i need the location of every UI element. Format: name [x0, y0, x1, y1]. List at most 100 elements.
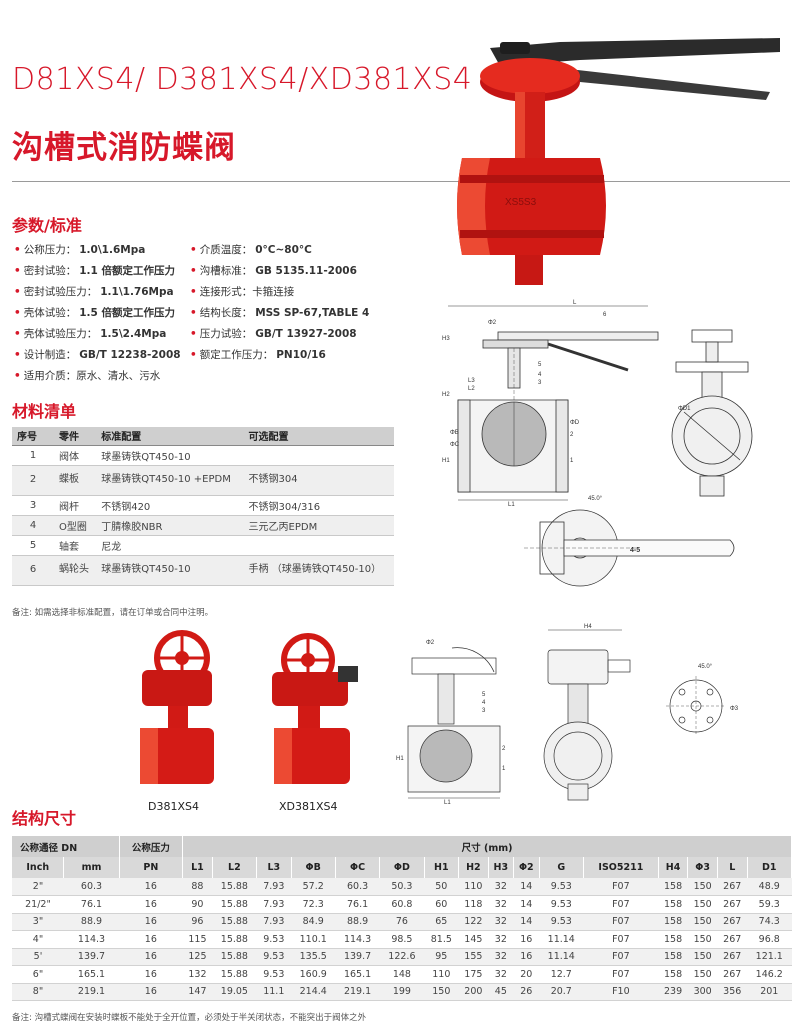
table-cell: F07: [583, 965, 659, 984]
table-cell: 32: [488, 930, 514, 949]
table-cell: 15.88: [212, 948, 257, 966]
materials-col-header: 标准配置: [96, 427, 244, 446]
table-cell: 8": [12, 983, 64, 1001]
table-cell: 155: [458, 948, 489, 966]
body-casting-mark: XS5S3: [505, 197, 537, 208]
table-cell: 16: [119, 895, 183, 914]
table-cell: 76.1: [63, 895, 120, 914]
table-cell: 239: [658, 983, 688, 1001]
dim-col-header: Φ3: [687, 857, 718, 878]
model-title: D81XS4/ D381XS4/XD381XS4: [12, 62, 473, 97]
table-cell: 158: [658, 948, 688, 966]
table-cell: 14: [513, 895, 540, 914]
params-heading: 参数/标准: [12, 216, 82, 235]
table-cell: 60.8: [379, 895, 425, 914]
table-cell: 110: [458, 878, 489, 896]
drawing-gear-flange: 45.0° Φ3: [666, 664, 739, 736]
svg-text:Φ3: Φ3: [730, 706, 739, 712]
param-item: •设计制造：GB/T 12238-2008: [14, 349, 181, 361]
param-item: •壳体试验压力：1.5\2.4Mpa: [14, 328, 167, 340]
handle-mark: 4-5: [630, 547, 640, 554]
svg-text:4: 4: [482, 700, 486, 706]
table-cell: 158: [658, 878, 688, 896]
table-cell: 201: [747, 983, 792, 1001]
table-cell: 19.05: [212, 983, 257, 1001]
table-cell: 60.3: [63, 878, 120, 896]
table-cell: 50: [424, 878, 459, 896]
table-cell: 165.1: [63, 965, 120, 984]
table-cell: 150: [424, 983, 459, 1001]
materials-col-header: 零件: [54, 427, 97, 446]
param-item: •介质温度：0°C~80°C: [190, 244, 312, 256]
table-cell: 16: [119, 948, 183, 966]
svg-text:L1: L1: [444, 800, 451, 806]
table-cell: 74.3: [747, 913, 792, 931]
dim-col-header: H2: [458, 857, 489, 878]
table-cell: 11.14: [539, 930, 584, 949]
table-cell: F07: [583, 878, 659, 896]
dim-col-header: H1: [424, 857, 460, 878]
table-cell: 98.5: [379, 930, 425, 949]
table-cell: 199: [379, 983, 425, 1001]
drawing-gear-section: Φ2 5 4 3 H1 2 1 L1: [396, 640, 506, 806]
drawing-gear-side: H4: [543, 624, 631, 801]
table-cell: 158: [658, 913, 688, 931]
drawing-lever-side: ΦD1: [671, 329, 753, 497]
table-cell: 16: [513, 930, 540, 949]
svg-text:H3: H3: [442, 336, 450, 342]
param-item: •结构长度：MSS SP-67,TABLE 4: [190, 307, 370, 319]
table-cell: 14: [513, 878, 540, 896]
dim-col-header: D1: [747, 857, 793, 878]
svg-text:45.0°: 45.0°: [698, 664, 713, 670]
table-cell: 7.93: [256, 913, 292, 931]
table-cell: 59.3: [747, 895, 792, 914]
table-cell: 21/2": [12, 895, 64, 914]
param-item: •公称压力：1.0\1.6Mpa: [14, 244, 146, 256]
svg-text:2: 2: [570, 432, 574, 438]
table-cell: 32: [488, 913, 514, 931]
table-cell: 214.4: [291, 983, 336, 1001]
table-cell: 300: [687, 983, 718, 1001]
table-cell: 158: [658, 895, 688, 914]
table-cell: 7.93: [256, 895, 292, 914]
table-cell: 3": [12, 913, 64, 931]
dimension-table: 公称通径 DN 公称压力 尺寸 (mm) Inch mm PN L1 L2 L3…: [12, 836, 793, 1001]
table-cell: 6": [12, 965, 64, 984]
table-cell: 76.1: [335, 895, 380, 914]
svg-text:3: 3: [482, 708, 486, 714]
table-cell: 45: [488, 983, 514, 1001]
table-cell: 20.7: [539, 983, 584, 1001]
svg-text:Φ2: Φ2: [426, 640, 435, 646]
table-cell: 15.88: [212, 895, 257, 914]
table-cell: 139.7: [63, 948, 120, 966]
svg-text:1: 1: [570, 458, 574, 464]
dim-col-header: ΦD: [379, 857, 425, 878]
table-cell: 16: [119, 965, 183, 984]
table-cell: 15.88: [212, 913, 257, 931]
photo-label-d381xs4: D381XS4: [148, 800, 199, 813]
svg-text:3: 3: [538, 380, 542, 386]
table-cell: 15.88: [212, 878, 257, 896]
svg-text:45.0°: 45.0°: [588, 496, 603, 502]
table-cell: 20: [513, 965, 540, 984]
svg-text:4: 4: [538, 372, 542, 378]
table-cell: 150: [687, 965, 718, 984]
table-cell: 150: [687, 930, 718, 949]
photo-label-xd381xs4: XD381XS4: [279, 800, 338, 813]
table-cell: 110.1: [291, 930, 336, 949]
table-cell: 65: [424, 913, 459, 931]
table-cell: 84.9: [291, 913, 336, 931]
dim-col-header: ISO5211: [583, 857, 659, 878]
dim-col-header: Φ2: [513, 857, 540, 878]
svg-text:L3: L3: [468, 378, 475, 384]
table-cell: 48.9: [747, 878, 792, 896]
